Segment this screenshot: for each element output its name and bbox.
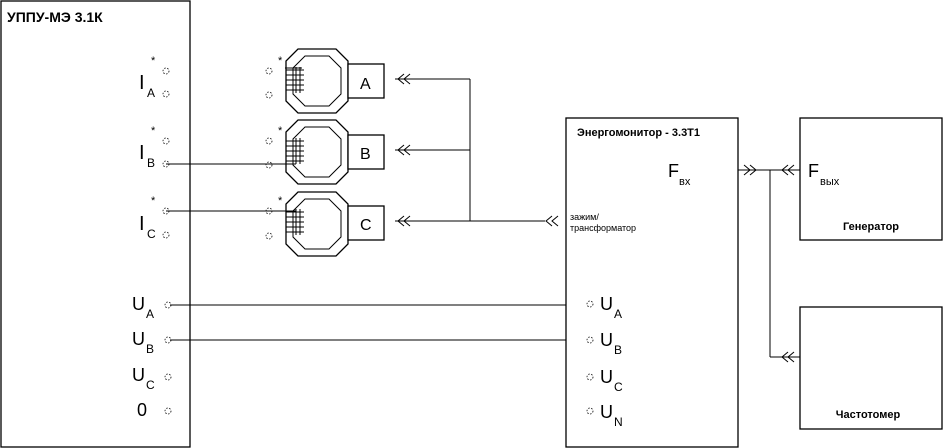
terminal-label-main: I bbox=[139, 72, 145, 94]
connector-arrow bbox=[787, 164, 795, 176]
terminal-dot bbox=[586, 300, 594, 308]
terminal-dot bbox=[162, 231, 170, 239]
connector-arrow bbox=[397, 215, 405, 227]
polarity-star: * bbox=[278, 195, 283, 207]
uppu-current-terminal-a: * I A bbox=[139, 55, 170, 100]
polarity-star: * bbox=[151, 195, 156, 207]
terminal-label-sub: N bbox=[614, 415, 623, 429]
terminal-label-sub: C bbox=[147, 227, 156, 241]
frequency-meter-device: Частотомер bbox=[799, 306, 943, 430]
connector-arrow bbox=[551, 215, 559, 227]
energomonitor-terminal-ua: U A bbox=[586, 294, 622, 321]
clamp-input-label-2: трансформатор bbox=[570, 223, 636, 233]
uppu-device: УППУ-МЭ 3.1К * I A * I B * I C U A bbox=[0, 0, 191, 448]
connector-arrow bbox=[545, 215, 553, 227]
clamp-b: * B bbox=[265, 119, 385, 185]
polarity-star: * bbox=[151, 55, 156, 67]
connector-arrow bbox=[743, 164, 751, 176]
f-in-main: F bbox=[668, 161, 679, 181]
polarity-star: * bbox=[278, 125, 283, 137]
polarity-star: * bbox=[151, 125, 156, 137]
terminal-dot bbox=[586, 373, 594, 381]
terminal-label-sub: A bbox=[614, 307, 622, 321]
terminal-label-main: U bbox=[132, 329, 145, 349]
terminal-label-main: I bbox=[139, 213, 145, 235]
clamp-core-outer bbox=[285, 48, 349, 114]
generator-device: F вых Генератор bbox=[799, 117, 943, 241]
terminal-label-main: 0 bbox=[137, 400, 147, 420]
terminal-label-main: U bbox=[600, 402, 613, 422]
clamp-terminal-dot bbox=[265, 161, 273, 169]
clamp-label-box bbox=[347, 205, 385, 241]
connector-arrow bbox=[403, 73, 411, 85]
uppu-voltage-terminal-zero: 0 bbox=[137, 400, 172, 420]
clamp-label: B bbox=[360, 146, 371, 163]
polarity-star: * bbox=[278, 55, 283, 67]
connector-arrow bbox=[781, 164, 789, 176]
clamp-label-box bbox=[347, 63, 385, 99]
clamp-label-box bbox=[347, 134, 385, 170]
energomonitor-frame bbox=[565, 117, 739, 448]
connector-arrow bbox=[397, 73, 405, 85]
clamp-a: * A bbox=[265, 48, 385, 114]
terminal-label-sub: C bbox=[614, 380, 623, 394]
connector-arrow bbox=[781, 351, 789, 363]
generator-title: Генератор bbox=[843, 221, 899, 233]
energomonitor-title: Энергомонитор - 3.3Т1 bbox=[577, 127, 700, 139]
clamp-core-outer bbox=[285, 191, 349, 257]
terminal-label-sub: B bbox=[147, 156, 155, 170]
clamp-label: C bbox=[360, 217, 372, 234]
clamp-core-inner bbox=[292, 198, 342, 250]
clamp-terminal-dot bbox=[265, 137, 273, 145]
frequency-meter-title: Частотомер bbox=[836, 409, 901, 421]
energomonitor-terminal-uc: U C bbox=[586, 367, 623, 394]
terminal-label-main: U bbox=[132, 365, 145, 385]
connector-arrow bbox=[397, 144, 405, 156]
f-in-sub: вх bbox=[679, 176, 691, 188]
clamp-c: * C bbox=[265, 191, 385, 257]
terminal-dot bbox=[586, 336, 594, 344]
clamp-input-label-1: зажим/ bbox=[570, 212, 599, 222]
clamp-terminal-dot bbox=[265, 91, 273, 99]
terminal-label-main: I bbox=[139, 142, 145, 164]
terminal-dot bbox=[162, 67, 170, 75]
terminal-label-main: U bbox=[600, 294, 613, 314]
terminal-dot bbox=[164, 407, 172, 415]
terminal-dot bbox=[162, 137, 170, 145]
terminal-label-sub: A bbox=[146, 307, 154, 321]
clamp-core-inner bbox=[292, 126, 342, 178]
uppu-device-title: УППУ-МЭ 3.1К bbox=[7, 9, 103, 25]
terminal-dot bbox=[164, 373, 172, 381]
clamp-label: A bbox=[360, 76, 371, 93]
clamp-terminal-dot bbox=[265, 67, 273, 75]
uppu-device-frame bbox=[0, 0, 191, 448]
connector-arrow bbox=[403, 144, 411, 156]
f-out-main: F bbox=[808, 161, 819, 181]
terminal-dot bbox=[162, 90, 170, 98]
clamp-core-outer bbox=[285, 119, 349, 185]
terminal-label-sub: C bbox=[146, 378, 155, 392]
uppu-voltage-terminal-uc: U C bbox=[132, 365, 172, 392]
connector-arrow bbox=[787, 351, 795, 363]
energomonitor-device: Энергомонитор - 3.3Т1 F вх зажим/ трансф… bbox=[565, 117, 739, 448]
terminal-label-main: U bbox=[600, 330, 613, 350]
terminal-label-sub: B bbox=[146, 342, 154, 356]
energomonitor-terminal-ub: U B bbox=[586, 330, 622, 357]
clamp-terminal-dot bbox=[265, 232, 273, 240]
terminal-label-sub: B bbox=[614, 343, 622, 357]
f-out-sub: вых bbox=[820, 176, 840, 188]
wires bbox=[166, 73, 800, 363]
terminal-dot bbox=[586, 407, 594, 415]
connector-arrow bbox=[403, 215, 411, 227]
terminal-label-sub: A bbox=[147, 86, 155, 100]
terminal-label-main: U bbox=[600, 367, 613, 387]
terminal-label-main: U bbox=[132, 294, 145, 314]
frequency-meter-frame bbox=[799, 306, 943, 430]
clamp-core-inner bbox=[292, 55, 342, 107]
generator-frame bbox=[799, 117, 943, 241]
energomonitor-terminal-un: U N bbox=[586, 402, 623, 429]
connector-arrow bbox=[749, 164, 757, 176]
